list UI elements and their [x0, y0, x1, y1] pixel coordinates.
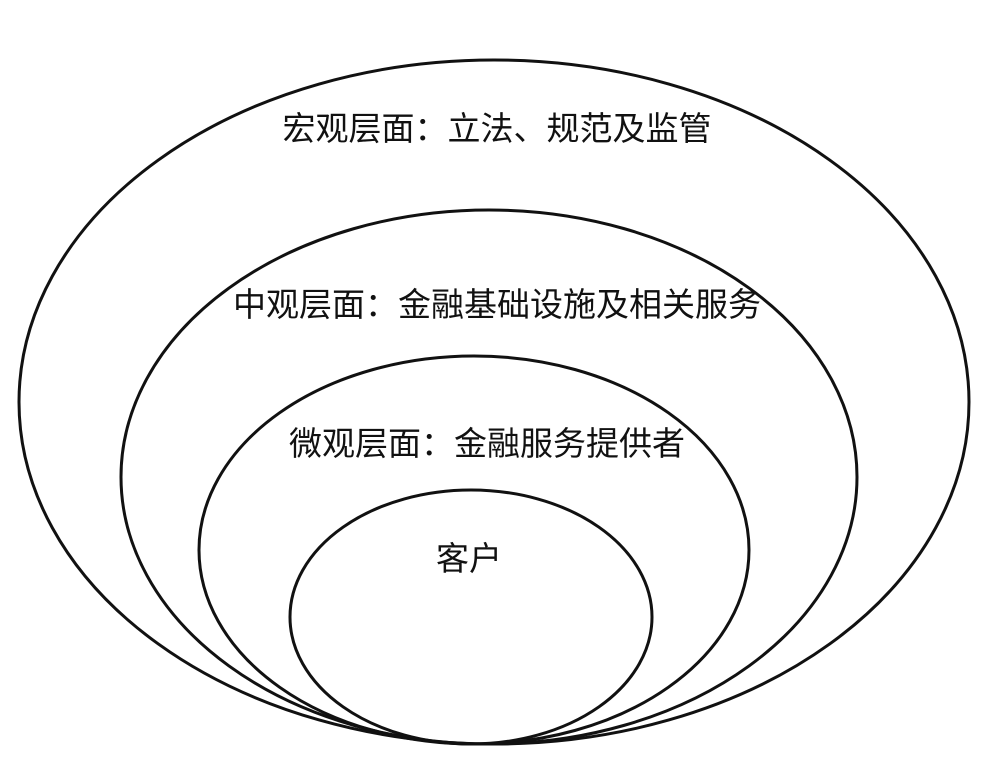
macro-layer-label: 宏观层面：立法、规范及监管: [282, 109, 712, 148]
client-layer-label: 客户: [436, 539, 502, 578]
micro-layer-label: 微观层面：金融服务提供者: [289, 424, 685, 463]
client-layer-ellipse: [288, 488, 654, 746]
meso-layer-label: 中观层面：金融基础设施及相关服务: [233, 285, 761, 324]
macro-layer-ellipse: [17, 58, 971, 746]
